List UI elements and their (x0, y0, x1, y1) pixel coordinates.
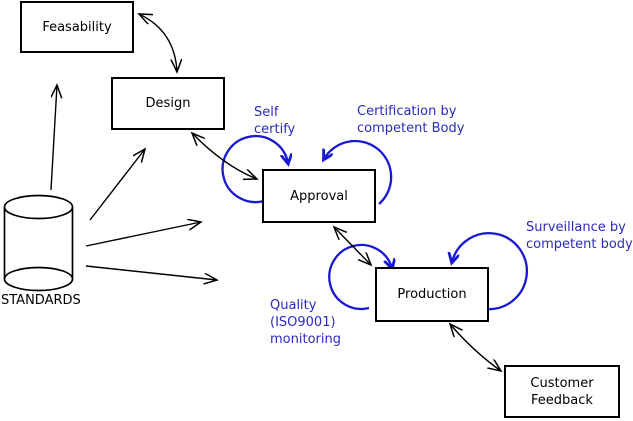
arrow-standards-to-feasability (50, 85, 57, 191)
arrow-standards-to-design (89, 149, 145, 221)
arrow-design-approval (192, 133, 257, 179)
annotation-surveillance: Surveillance by competent body (526, 220, 633, 252)
node-production: Production (375, 267, 489, 322)
loop-surveillance (452, 232, 528, 311)
arrow-approval-production (334, 227, 371, 265)
annotation-quality-monitoring: Quality (ISO9001) monitoring (270, 298, 341, 347)
arrow-standards-to-production (85, 265, 217, 280)
annotation-certification: Certification by competent Body (357, 104, 465, 136)
standards-label: STANDARDS (1, 293, 81, 308)
arrow-production-customer-feedback (450, 324, 501, 371)
annotation-self-certify: Self certify (254, 105, 296, 137)
node-feasability: Feasability (20, 1, 134, 53)
node-approval: Approval (262, 169, 376, 223)
arrow-standards-to-approval (85, 222, 201, 247)
node-design: Design (111, 77, 225, 130)
arrow-feasability-design (139, 14, 177, 72)
loop-certification (324, 139, 393, 205)
standards-cylinder (3, 194, 74, 292)
node-customer-feedback: Customer Feedback (504, 365, 620, 418)
